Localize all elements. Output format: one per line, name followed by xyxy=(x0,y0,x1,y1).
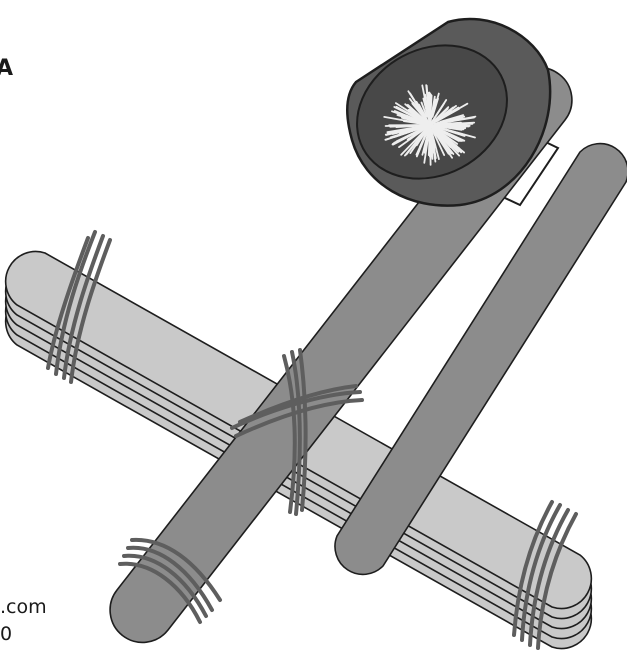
pompom-fiber xyxy=(392,125,424,126)
cropped-text-bottom-left-line1: .com xyxy=(0,596,47,618)
cropped-text-bottom-left-line2: 0 xyxy=(0,623,12,645)
cropped-text-top-left: A xyxy=(0,56,13,81)
